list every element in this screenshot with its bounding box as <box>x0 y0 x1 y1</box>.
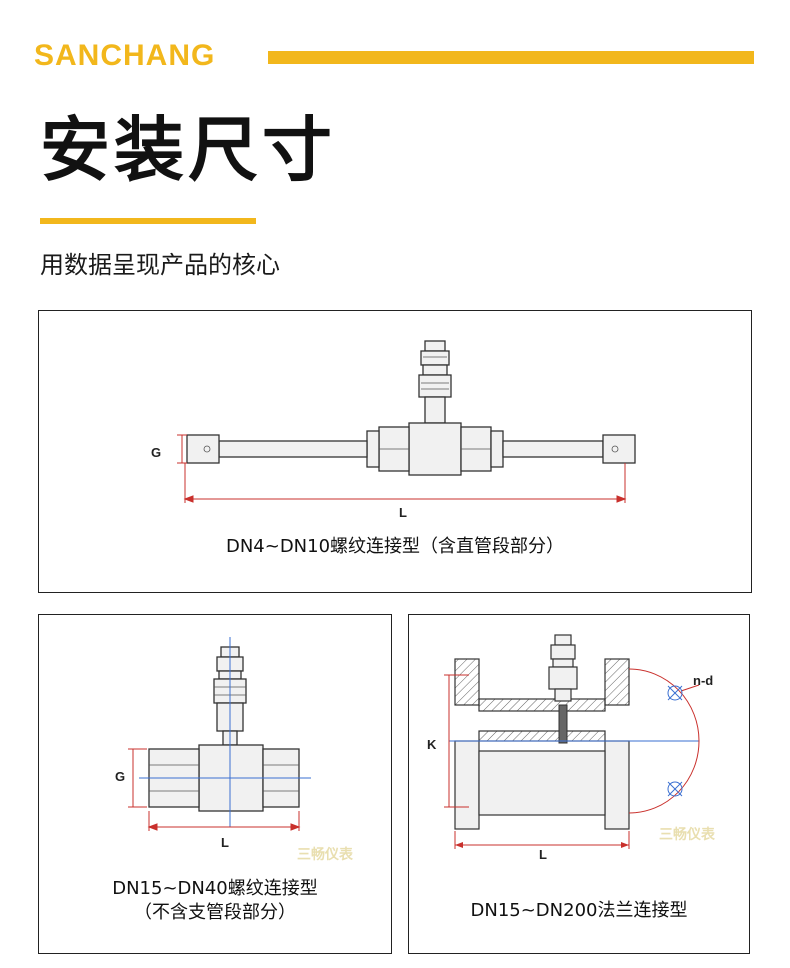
watermark-text: 三畅仪表 <box>659 826 716 843</box>
dimension-k-label: K <box>427 737 437 752</box>
dimension-g-label: G <box>115 769 125 784</box>
dimension-l-label: L <box>539 847 547 862</box>
panel-caption: DN15~DN200法兰连接型 <box>470 900 688 921</box>
diagram-dn15-dn40-threaded: G L 三畅仪表 <box>115 637 354 863</box>
watermark-text: 三畅仪表 <box>297 846 354 863</box>
panel-dn15-dn40-threaded: G L 三畅仪表 DN15~DN40螺纹连接型 （不含支管段部分） <box>38 614 392 954</box>
dimension-l-label: L <box>399 505 407 520</box>
panel-dn15-dn200-flanged: K L n-d 三畅仪表 DN15~DN200法兰连接型 <box>408 614 750 954</box>
panel-caption: DN4~DN10螺纹连接型（含直管段部分） <box>225 536 565 557</box>
caption-line-1: DN15~DN40螺纹连接型 <box>112 878 318 899</box>
caption-line-2: （不含支管段部分） <box>134 902 296 923</box>
diagram-dn15-dn200-flanged: K L n-d 三畅仪表 <box>427 634 716 862</box>
title-underline <box>40 218 256 224</box>
page-subtitle: 用数据呈现产品的核心 <box>40 251 280 279</box>
brand-accent-bar <box>268 51 754 64</box>
panel-caption: DN15~DN40螺纹连接型 （不含支管段部分） <box>39 877 391 925</box>
dimension-g-label: G <box>151 445 161 460</box>
dimension-nd-label: n-d <box>693 673 713 688</box>
dimension-l-label: L <box>221 835 229 850</box>
panel-dn4-dn10: G L DN4~DN10螺纹连接型（含直管段部分） <box>38 310 752 593</box>
brand-logo-text: SANCHANG <box>34 39 216 72</box>
page-title: 安装尺寸 <box>40 109 336 191</box>
diagram-dn4-dn10: G L <box>151 340 636 520</box>
